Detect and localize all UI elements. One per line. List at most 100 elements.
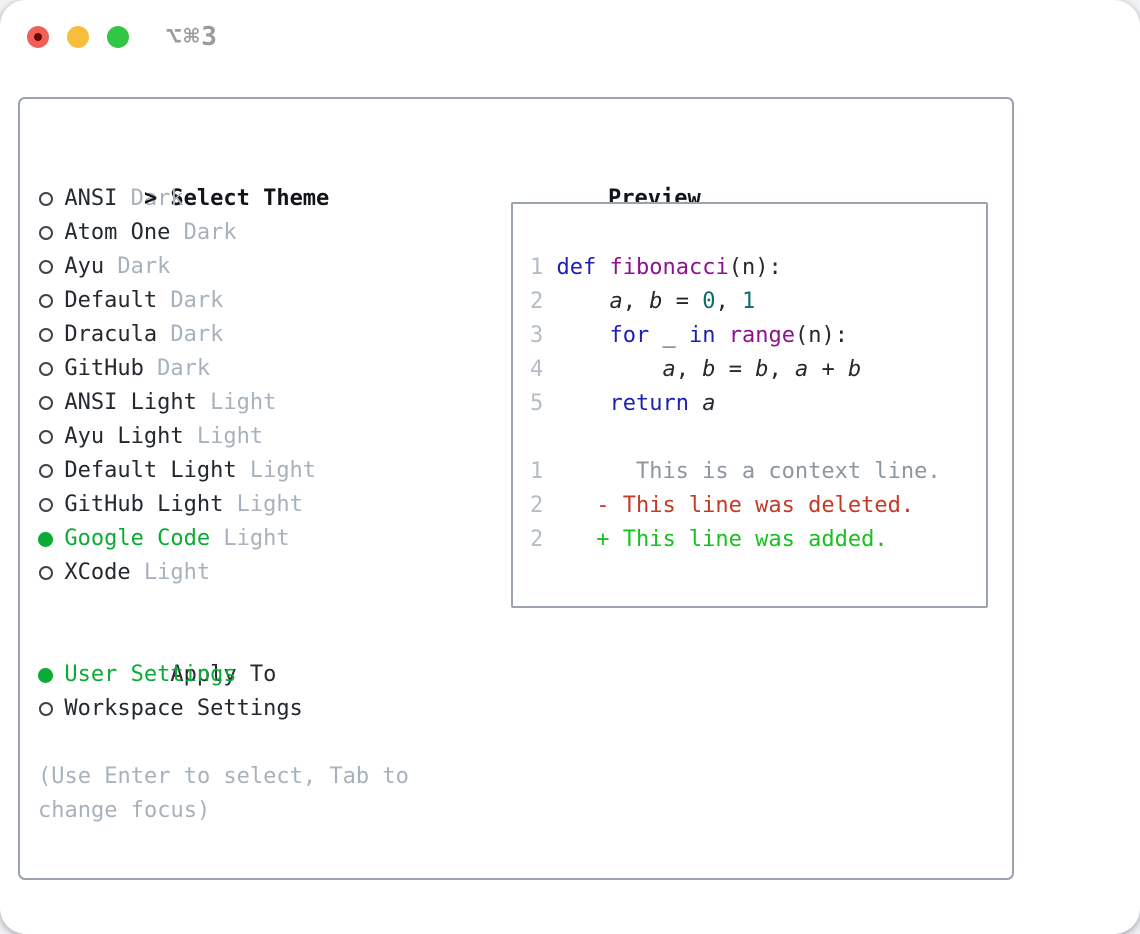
theme-name: Atom One bbox=[64, 220, 171, 245]
theme-option-google-code[interactable]: Google Code Light bbox=[38, 522, 409, 556]
close-modified-dot-icon bbox=[34, 33, 42, 41]
theme-variant-tag: Dark bbox=[157, 288, 224, 313]
theme-name: GitHub bbox=[64, 356, 144, 381]
theme-option-github-light[interactable]: GitHub Light Light bbox=[38, 488, 409, 522]
theme-name: ANSI bbox=[64, 186, 118, 211]
theme-variant-tag: Dark bbox=[117, 186, 184, 211]
theme-variant-tag: Light bbox=[223, 492, 303, 517]
radio-unselected-icon bbox=[38, 454, 64, 488]
code-line: 5 return a bbox=[530, 387, 986, 421]
minimize-button[interactable] bbox=[67, 26, 89, 48]
theme-option-default-light[interactable]: Default Light Light bbox=[38, 454, 409, 488]
code-line: 2 a, b = 0, 1 bbox=[530, 285, 986, 319]
line-number: 5 bbox=[530, 391, 544, 416]
apply-to-header: Apply To bbox=[38, 624, 409, 687]
theme-variant-tag: Light bbox=[183, 424, 264, 449]
radio-unselected-icon bbox=[38, 692, 64, 726]
focus-arrow-icon: > bbox=[143, 186, 158, 211]
radio-unselected-icon bbox=[38, 318, 64, 352]
code-tokens: def fibonacci(n): bbox=[556, 255, 782, 280]
apply-option-label: User Settings bbox=[64, 662, 237, 687]
line-number: 3 bbox=[530, 323, 544, 348]
code-line: 2 + This line was added. bbox=[530, 523, 986, 557]
radio-unselected-icon bbox=[38, 556, 64, 590]
code-tokens: a, b = b, a + b bbox=[662, 357, 862, 382]
theme-option-ansi[interactable]: ANSI Dark bbox=[38, 182, 409, 216]
theme-name: Ayu Light bbox=[64, 424, 184, 449]
line-number: 2 bbox=[530, 527, 544, 552]
radio-selected-icon bbox=[38, 658, 64, 692]
hint-line-2: change focus) bbox=[38, 798, 211, 823]
radio-unselected-icon bbox=[38, 386, 64, 420]
apply-option-user-settings[interactable]: User Settings bbox=[38, 658, 409, 692]
theme-option-ansi-light[interactable]: ANSI Light Light bbox=[38, 386, 409, 420]
theme-variant-tag: Light bbox=[196, 390, 277, 415]
code-tokens: for _ in range(n): bbox=[609, 323, 848, 348]
apply-to-title: Apply To bbox=[170, 662, 277, 687]
theme-variant-tag: Dark bbox=[104, 254, 171, 279]
radio-unselected-icon bbox=[38, 250, 64, 284]
code-line bbox=[530, 421, 986, 455]
theme-name: XCode bbox=[64, 560, 131, 585]
code-tokens: a, b = 0, 1 bbox=[609, 289, 756, 314]
apply-option-workspace-settings[interactable]: Workspace Settings bbox=[38, 692, 409, 726]
code-line: 3 for _ in range(n): bbox=[530, 319, 986, 353]
theme-variant-tag: Dark bbox=[157, 322, 224, 347]
code-tokens: - This line was deleted. bbox=[543, 493, 915, 518]
apply-option-label: Workspace Settings bbox=[64, 696, 303, 721]
theme-option-default[interactable]: Default Dark bbox=[38, 284, 409, 318]
radio-unselected-icon bbox=[38, 284, 64, 318]
code-line: 2 - This line was deleted. bbox=[530, 489, 986, 523]
hint-line-1: (Use Enter to select, Tab to bbox=[38, 764, 409, 789]
theme-name: Default bbox=[64, 288, 158, 313]
hint-text: (Use Enter to select, Tab to change focu… bbox=[38, 760, 409, 828]
code-line: 4 a, b = b, a + b bbox=[530, 353, 986, 387]
theme-option-xcode[interactable]: XCode Light bbox=[38, 556, 409, 590]
theme-option-ayu-light[interactable]: Ayu Light Light bbox=[38, 420, 409, 454]
theme-name: Ayu bbox=[64, 254, 105, 279]
window-title: ⌥⌘3 bbox=[166, 22, 219, 52]
code-tokens: return a bbox=[609, 391, 716, 416]
spacer bbox=[38, 590, 409, 624]
radio-unselected-icon bbox=[38, 420, 64, 454]
code-tokens: + This line was added. bbox=[543, 527, 888, 552]
line-number: 4 bbox=[530, 357, 544, 382]
radio-selected-icon bbox=[38, 522, 64, 556]
window-titlebar: ⌥⌘3 bbox=[0, 0, 1140, 72]
line-number: 2 bbox=[530, 493, 544, 518]
code-tokens: This is a context line. bbox=[543, 459, 941, 484]
code-line: 1 This is a context line. bbox=[530, 455, 986, 489]
theme-variant-tag: Light bbox=[210, 526, 290, 551]
radio-unselected-icon bbox=[38, 182, 64, 216]
preview-column: Preview bbox=[502, 148, 701, 211]
theme-name: GitHub Light bbox=[64, 492, 224, 517]
theme-option-atom-one[interactable]: Atom One Dark bbox=[38, 216, 409, 250]
theme-variant-tag: Light bbox=[130, 560, 211, 585]
theme-variant-tag: Light bbox=[236, 458, 317, 483]
theme-option-ayu[interactable]: Ayu Dark bbox=[38, 250, 409, 284]
radio-unselected-icon bbox=[38, 488, 64, 522]
line-number: 1 bbox=[530, 459, 544, 484]
theme-name: Google Code bbox=[64, 526, 211, 551]
spacer bbox=[38, 726, 409, 760]
theme-option-github[interactable]: GitHub Dark bbox=[38, 352, 409, 386]
theme-name: Dracula bbox=[64, 322, 158, 347]
close-button[interactable] bbox=[27, 26, 49, 48]
line-number: 1 bbox=[530, 255, 544, 280]
theme-variant-tag: Dark bbox=[143, 356, 211, 381]
theme-option-dracula[interactable]: Dracula Dark bbox=[38, 318, 409, 352]
radio-unselected-icon bbox=[38, 352, 64, 386]
apply-to-indent bbox=[144, 658, 170, 692]
select-theme-title: Select Theme bbox=[170, 186, 330, 211]
theme-name: ANSI Light bbox=[64, 390, 197, 415]
code-line: 1 def fibonacci(n): bbox=[530, 251, 986, 285]
line-number: 2 bbox=[530, 289, 544, 314]
theme-variant-tag: Dark bbox=[170, 220, 237, 245]
maximize-button[interactable] bbox=[107, 26, 129, 48]
